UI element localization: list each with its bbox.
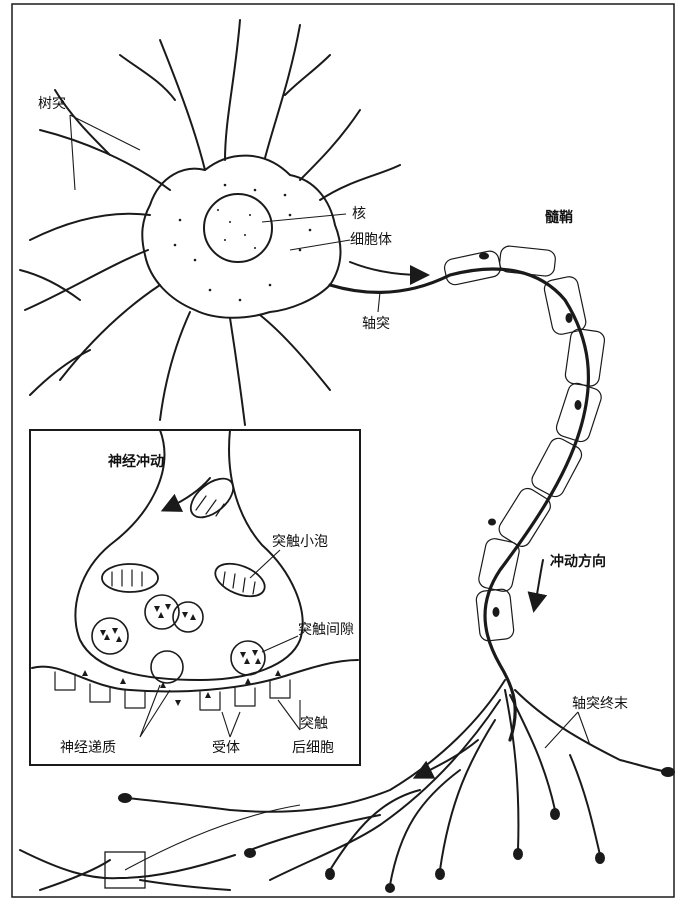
cell-body-outline xyxy=(142,156,340,318)
nucleus xyxy=(204,194,272,262)
label-nucleus: 核 xyxy=(352,206,366,222)
magnification-line xyxy=(125,805,300,870)
label-postsynaptic-line2: 后细胞 xyxy=(292,740,334,756)
label-synaptic-vesicle: 突触小泡 xyxy=(272,534,328,550)
neuron-soma-group xyxy=(20,20,400,425)
label-myelin-sheath: 髓鞘 xyxy=(545,209,573,226)
label-dendrite: 树突 xyxy=(38,96,66,112)
label-impulse-direction: 冲动方向 xyxy=(550,553,606,570)
impulse-arrow-cellbody xyxy=(350,262,422,275)
label-axon: 轴突 xyxy=(362,316,390,332)
impulse-direction-arrow xyxy=(535,560,543,605)
synapse-inset xyxy=(30,430,360,765)
inset-frame xyxy=(30,430,360,765)
label-nerve-impulse: 神经冲动 xyxy=(108,453,164,470)
postsynaptic-dendrites xyxy=(20,850,235,890)
label-neurotransmitter: 神经递质 xyxy=(60,740,116,756)
cytoplasm-dots xyxy=(174,184,312,302)
myelin-sheath-segments xyxy=(443,245,606,641)
label-receptor: 受体 xyxy=(212,740,240,756)
label-cell-body: 细胞体 xyxy=(350,232,392,248)
label-axon-terminal: 轴突终末 xyxy=(572,696,628,712)
label-synaptic-cleft: 突触间隙 xyxy=(298,622,354,638)
dendrites xyxy=(20,20,400,425)
label-postsynaptic-line1: 突触 xyxy=(300,716,328,732)
